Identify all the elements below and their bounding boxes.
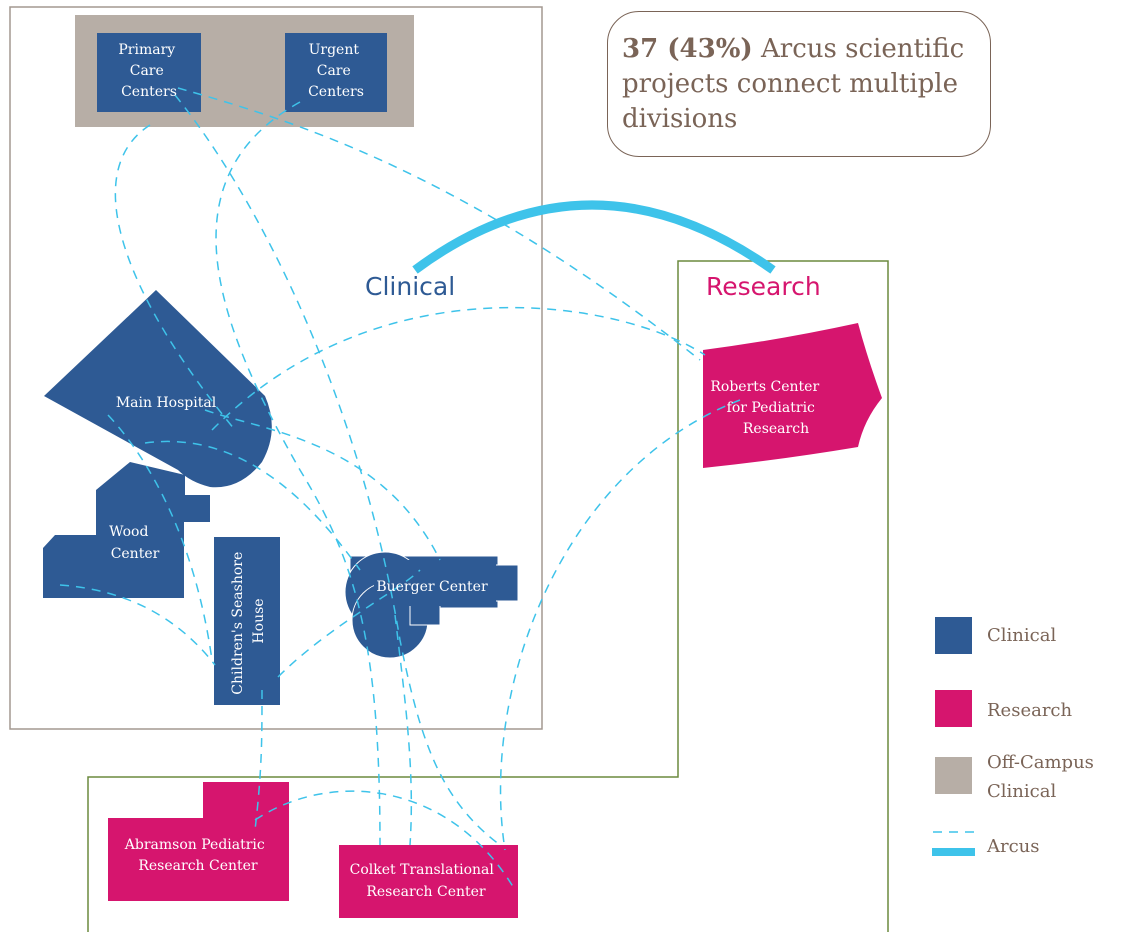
research-zone-border xyxy=(87,260,889,932)
stat-text: Arcus scientific projects connect multip… xyxy=(622,34,965,134)
legend-arcus-solid xyxy=(932,848,975,856)
colket-label: Colket Translational Research Center xyxy=(350,862,499,900)
legend-swatch-offcampus xyxy=(935,757,972,794)
legend-swatch-clinical xyxy=(935,617,972,654)
arcus-connections xyxy=(59,87,741,891)
stat-callout: 37 (43%) Arcus scientific projects conne… xyxy=(607,11,991,157)
legend-label-offcampus: Off-Campus Clinical xyxy=(987,752,1100,802)
seashore-house-building xyxy=(214,537,280,705)
legend-label-clinical: Clinical xyxy=(987,625,1056,646)
main-hospital-label: Main Hospital xyxy=(116,395,217,411)
buerger-center-label: Buerger Center xyxy=(376,579,488,595)
clinical-zone-label: Clinical xyxy=(365,272,455,301)
roberts-center-label: Roberts Center for Pediatric Research xyxy=(710,379,823,437)
abramson-label: Abramson Pediatric Research Center xyxy=(124,837,269,874)
roberts-center-building xyxy=(703,323,882,468)
main-hospital-building xyxy=(44,290,272,488)
research-zone-label: Research xyxy=(706,272,821,301)
legend-label-arcus: Arcus xyxy=(986,836,1040,857)
primary-care-building xyxy=(97,33,201,112)
clinical-zone-border xyxy=(9,6,543,730)
seashore-house-label: Children's Seashore House xyxy=(230,547,267,694)
arcus-bridge-arc xyxy=(412,200,776,274)
legend-label-research: Research xyxy=(987,700,1073,721)
urgent-care-label: Urgent Care Centers xyxy=(308,42,364,100)
wood-center-label: Wood Center xyxy=(109,524,159,562)
stat-highlight: 37 (43%) xyxy=(622,34,753,64)
primary-care-label: Primary Care Centers xyxy=(118,42,179,100)
abramson-building xyxy=(108,782,289,901)
buerger-center-building xyxy=(344,551,519,659)
legend-swatch-research xyxy=(935,690,972,727)
wood-center-building xyxy=(43,462,210,598)
colket-building xyxy=(339,845,518,918)
legend: Clinical Research Off-Campus Clinical Ar… xyxy=(932,617,1100,857)
urgent-care-building xyxy=(285,33,387,112)
